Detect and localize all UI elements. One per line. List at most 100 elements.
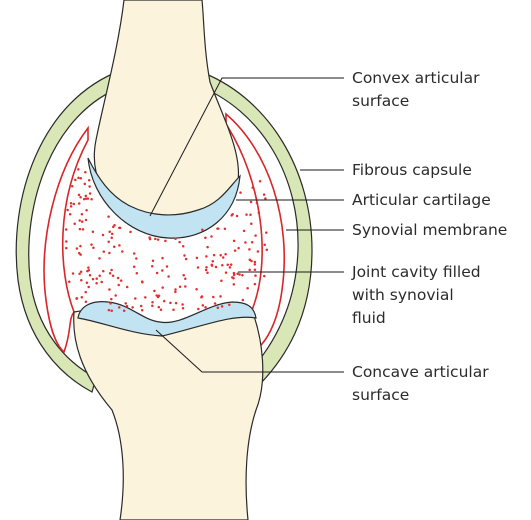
fluid-dot — [65, 240, 68, 243]
fluid-dot — [228, 303, 231, 306]
fluid-dot — [264, 197, 267, 200]
fluid-dot — [263, 275, 266, 278]
fluid-dot — [233, 283, 236, 286]
fluid-dot — [77, 177, 80, 180]
fluid-dot — [69, 213, 72, 216]
fluid-dot — [213, 254, 216, 257]
fluid-dot — [205, 266, 208, 269]
fluid-dot — [232, 277, 235, 280]
label-convex-articular-surface-line2: surface — [352, 92, 409, 110]
fluid-dot — [161, 257, 164, 260]
label-concave-articular-surface-line1: Concave articular — [352, 363, 489, 381]
fluid-dot — [256, 202, 259, 205]
fluid-dot — [110, 237, 113, 240]
fluid-dot — [84, 171, 87, 174]
fluid-dot — [155, 294, 158, 297]
fluid-dot — [78, 194, 81, 197]
fluid-dot — [141, 280, 144, 283]
fluid-dot — [166, 265, 169, 268]
upper-bone — [94, 0, 238, 224]
fluid-dot — [103, 250, 106, 253]
fluid-dot — [184, 278, 187, 281]
fluid-dot — [167, 275, 170, 278]
fluid-dot — [74, 179, 77, 182]
fluid-dot — [254, 261, 257, 264]
fluid-dot — [249, 214, 252, 217]
fluid-dot — [107, 215, 110, 218]
fluid-dot — [217, 306, 220, 309]
fluid-dot — [265, 231, 268, 234]
fluid-dot — [78, 202, 81, 205]
fluid-dot — [244, 241, 247, 244]
fluid-dot — [212, 260, 215, 263]
fluid-dot — [111, 233, 114, 236]
fluid-dot — [212, 296, 215, 299]
fluid-dot — [158, 306, 161, 309]
fluid-dot — [92, 246, 95, 249]
fluid-dot — [84, 291, 87, 294]
fluid-dot — [197, 266, 200, 269]
fluid-dot — [237, 247, 240, 250]
fluid-dot — [117, 277, 120, 280]
fluid-dot — [84, 183, 87, 186]
fluid-dot — [210, 235, 213, 238]
fluid-dot — [141, 309, 144, 312]
fluid-dot — [221, 305, 224, 308]
fluid-dot — [201, 229, 204, 232]
fluid-dot — [160, 308, 163, 311]
fluid-dot — [81, 213, 84, 216]
fluid-dot — [164, 240, 167, 243]
fluid-dot — [258, 211, 261, 214]
fluid-dot — [249, 259, 252, 262]
fluid-dot — [90, 198, 93, 201]
fluid-dot — [154, 238, 157, 241]
fluid-dot — [112, 275, 115, 278]
fluid-dot — [73, 203, 76, 206]
fluid-dot — [219, 254, 222, 256]
fluid-dot — [205, 255, 208, 258]
fluid-dot — [89, 274, 92, 277]
fluid-dot — [87, 286, 90, 289]
fluid-dot — [118, 306, 121, 309]
fluid-dot — [133, 252, 136, 255]
fluid-dot — [254, 274, 257, 277]
fluid-dot — [65, 228, 68, 231]
fluid-dot — [68, 280, 71, 283]
fluid-dot — [90, 243, 93, 246]
fluid-dot — [88, 185, 91, 188]
fluid-dot — [234, 249, 237, 252]
fluid-dot — [153, 290, 156, 293]
fluid-dot — [78, 219, 81, 222]
fluid-dot — [70, 202, 73, 205]
fluid-dot — [152, 259, 155, 262]
fluid-dot — [72, 272, 75, 275]
fluid-dot — [266, 248, 269, 251]
fluid-dot — [144, 296, 147, 299]
fluid-dot — [248, 248, 251, 251]
fluid-dot — [92, 278, 95, 281]
fluid-dot — [76, 247, 79, 250]
fluid-dot — [120, 279, 123, 282]
fluid-dot — [157, 238, 160, 241]
fluid-dot — [225, 271, 228, 274]
fluid-dot — [110, 269, 113, 272]
fluid-dot — [163, 300, 166, 303]
fluid-dot — [83, 198, 86, 201]
fluid-dot — [174, 237, 177, 240]
fluid-dot — [129, 231, 132, 234]
fluid-dot — [196, 257, 199, 260]
fluid-dot — [169, 302, 172, 305]
label-joint-cavity-line1: Joint cavity filled — [351, 263, 481, 281]
fluid-dot — [226, 263, 229, 266]
label-articular-cartilage: Articular cartilage — [352, 191, 491, 209]
fluid-dot — [263, 243, 266, 246]
fluid-dot — [217, 227, 220, 230]
fluid-dot — [251, 186, 254, 189]
fluid-dot — [124, 302, 127, 305]
fluid-dot — [206, 246, 209, 249]
fluid-dot — [110, 298, 113, 301]
fluid-dot — [110, 310, 113, 313]
label-joint-cavity-line2: with synovial — [352, 286, 454, 304]
fluid-dot — [114, 294, 117, 297]
fluid-dot — [161, 286, 164, 289]
